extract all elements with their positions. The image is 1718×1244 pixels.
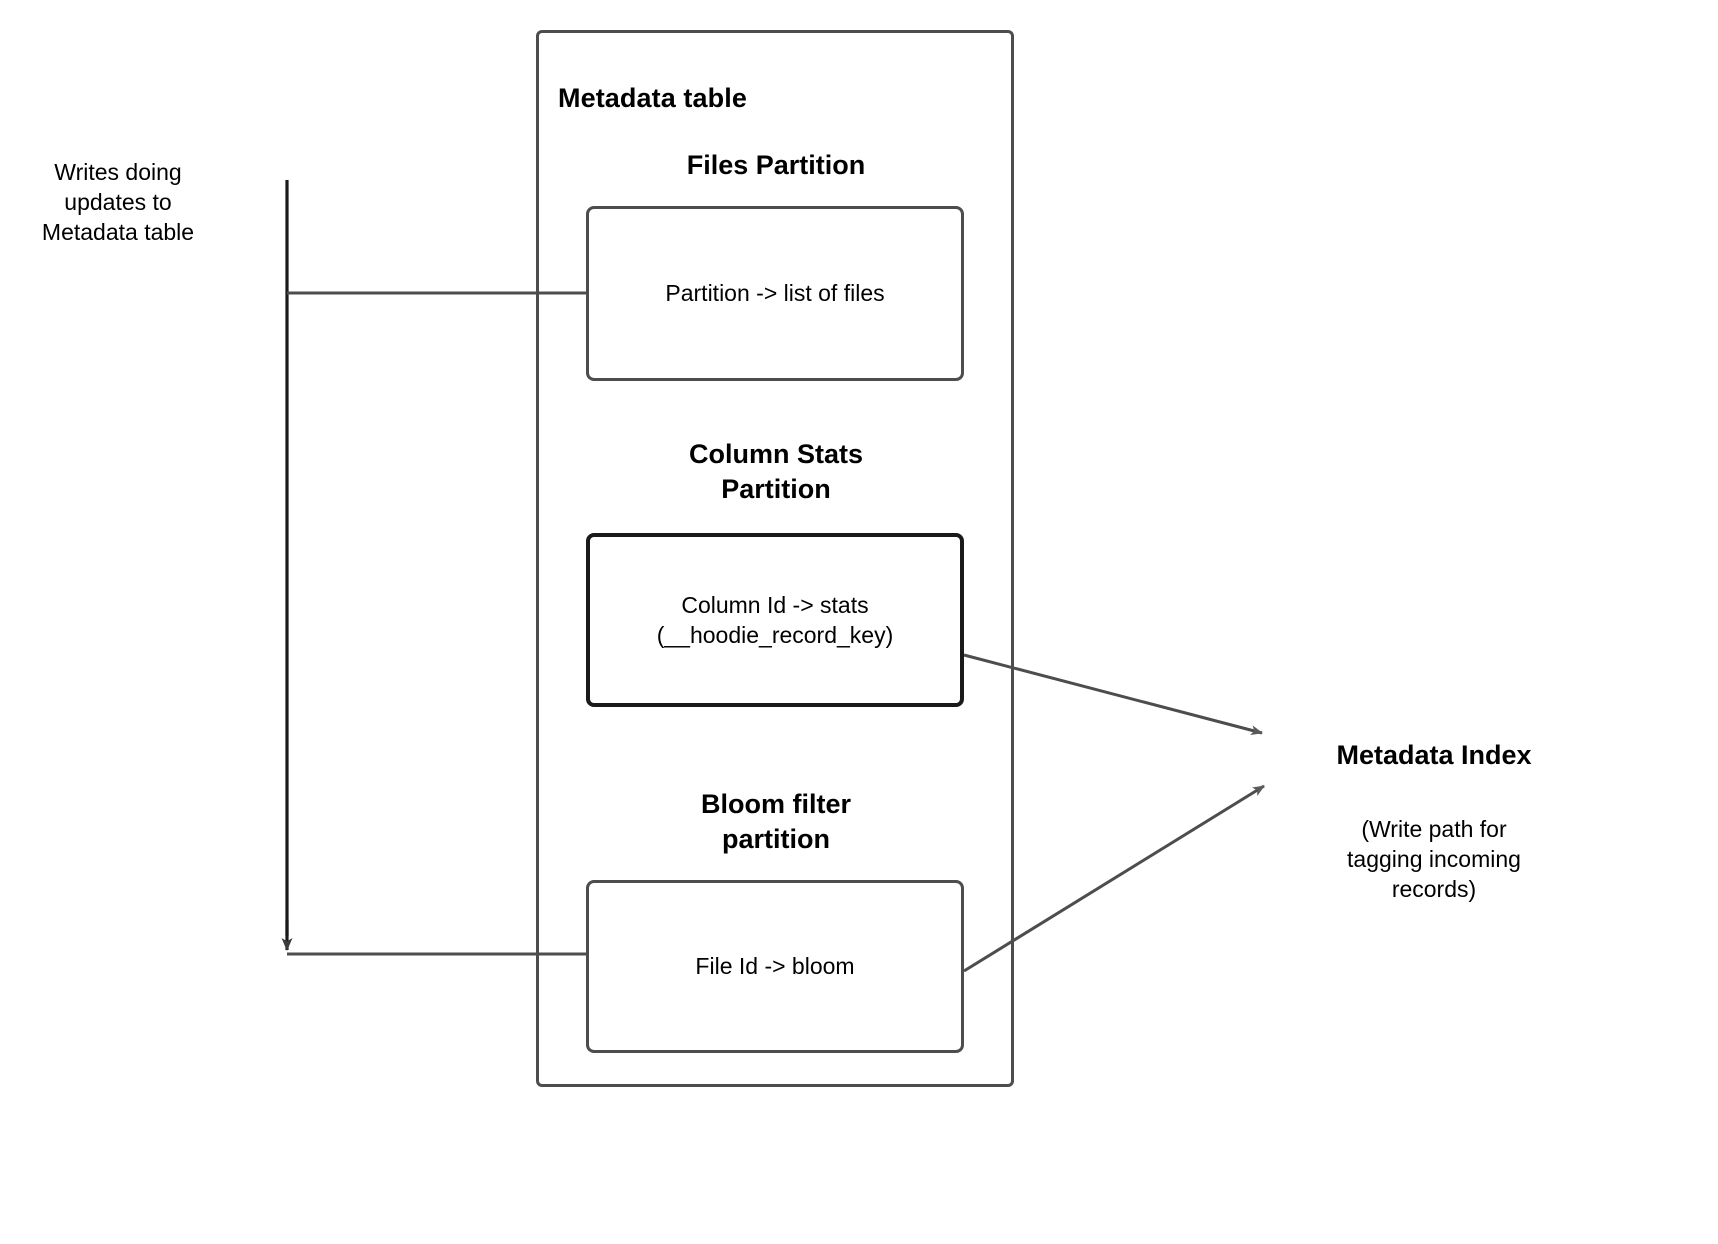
column-stats-partition-header: Column Stats Partition — [688, 439, 863, 505]
metadata-table-container — [536, 30, 1014, 1087]
column-stats-partition-box[interactable]: Column Id -> stats (__hoodie_record_key) — [586, 533, 964, 707]
files-partition-box[interactable]: Partition -> list of files — [586, 206, 964, 381]
metadata-table-title: Metadata table — [558, 83, 747, 113]
files-partition-header: Files Partition — [686, 150, 866, 180]
metadata-index-title: Metadata Index — [1336, 740, 1532, 770]
bloom-filter-partition-box[interactable]: File Id -> bloom — [586, 880, 964, 1053]
bloom-filter-partition-header: Bloom filter partition — [700, 789, 851, 855]
metadata-index-caption: (Write path for tagging incoming records… — [1347, 816, 1521, 902]
writes-annotation-label: Writes doing updates to Metadata table — [41, 159, 195, 245]
